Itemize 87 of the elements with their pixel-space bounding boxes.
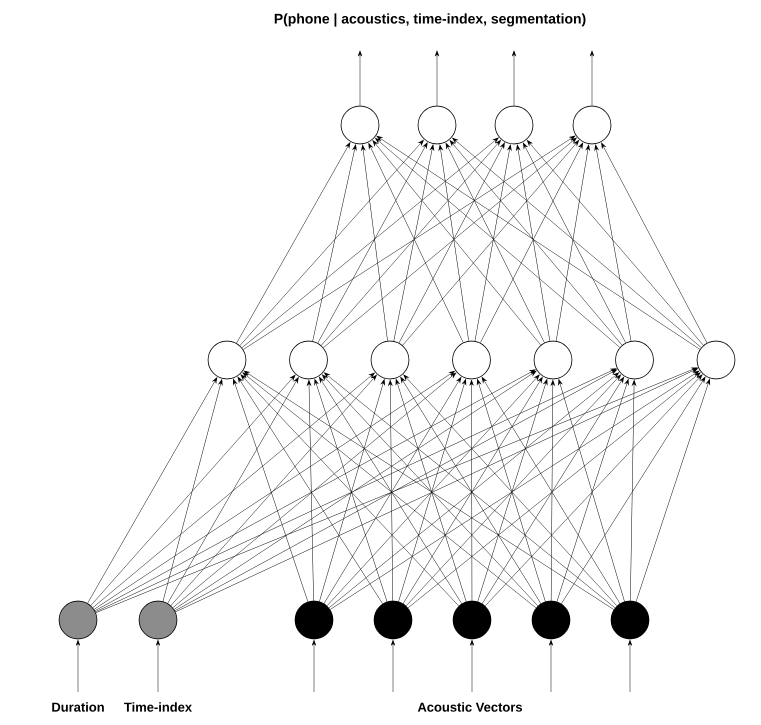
connection-arrow [236, 142, 350, 344]
connection-arrow [594, 144, 632, 342]
connection-arrow [174, 370, 536, 610]
input-neuron [294, 600, 334, 640]
neuron-circle [452, 340, 491, 380]
connection-arrow [318, 142, 428, 344]
title: P(phone | acoustics, time-index, segmentation) [274, 13, 586, 27]
connection-arrow [469, 380, 474, 601]
neuron-circle [696, 340, 736, 380]
connection-arrow [452, 138, 702, 348]
connection-arrow [312, 144, 357, 342]
neuron-circle [208, 340, 246, 380]
connection-arrow [388, 380, 394, 601]
connection-arrow [550, 380, 555, 601]
output-arrow [512, 50, 516, 106]
input-arrow [76, 640, 80, 692]
neuron-circle [370, 340, 410, 380]
connection-arrow [522, 142, 626, 344]
input-label: Acoustic Vectors [418, 702, 522, 712]
connection-arrow [323, 138, 577, 348]
connection-arrow [630, 380, 636, 601]
connection-arrow [238, 376, 383, 604]
input-arrow [312, 640, 316, 692]
connection-arrow [402, 140, 580, 346]
input-neuron [58, 600, 98, 640]
connection-arrow [244, 370, 614, 610]
connection-arrow [242, 137, 499, 348]
connection-arrow [94, 370, 455, 610]
output-arrow [434, 50, 440, 106]
connection-arrow [556, 144, 590, 342]
connection-arrow [240, 140, 424, 346]
connection-arrow [320, 140, 502, 346]
neuron-circle [615, 340, 654, 380]
connection-arrow [526, 140, 704, 346]
input-arrow [156, 640, 160, 692]
neuron-circle [494, 106, 534, 144]
connection-arrow [438, 144, 469, 342]
input-neuron [452, 600, 492, 640]
connection-arrow [87, 377, 218, 604]
connection-arrow [368, 142, 464, 343]
connection-arrow [92, 372, 375, 608]
connection-arrow [90, 374, 296, 606]
connection-arrow [361, 144, 388, 342]
connection-arrow [450, 140, 622, 346]
connection-arrow [398, 142, 505, 344]
connection-arrow [480, 142, 584, 344]
connection-arrow [172, 372, 456, 608]
input-label: Duration [52, 702, 104, 712]
connection-arrow [240, 374, 459, 606]
neuron-circle [534, 340, 572, 380]
input-label: Time-index [124, 702, 192, 712]
connection-arrow [375, 138, 620, 348]
connection-arrow [636, 378, 710, 602]
input-arrow [548, 640, 554, 692]
connection-arrow [170, 374, 377, 606]
connection-arrow [372, 140, 541, 346]
connection-arrow [233, 378, 308, 602]
connection-arrow [376, 136, 700, 350]
connection-arrow [174, 369, 618, 611]
connection-arrow [484, 374, 703, 606]
connection-arrow [242, 372, 536, 608]
neuron-circle [289, 340, 328, 380]
neuron-circle [572, 106, 612, 144]
connection-arrow [516, 144, 550, 342]
connection-arrow [394, 144, 434, 342]
input-neuron [610, 600, 650, 640]
connection-arrow [601, 142, 708, 344]
connection-arrow [167, 377, 299, 604]
connection-arrow [446, 142, 545, 343]
input-neuron [138, 600, 178, 640]
neuron-circle [418, 106, 456, 144]
connection-arrow [408, 372, 701, 608]
connection-arrow [94, 369, 536, 611]
input-arrow [628, 640, 632, 692]
output-arrow [590, 50, 594, 106]
connection-arrow [561, 376, 706, 604]
input-neuron [532, 600, 570, 640]
connection-arrow [474, 144, 512, 342]
output-arrow [358, 50, 362, 106]
connection-arrow [330, 370, 700, 610]
input-arrow [470, 640, 474, 692]
connection-arrow [243, 136, 576, 350]
connection-arrow [306, 380, 314, 601]
neuron-circle [340, 106, 380, 144]
input-arrow [390, 640, 396, 692]
input-neuron [374, 600, 412, 640]
connection-arrow [162, 379, 223, 602]
